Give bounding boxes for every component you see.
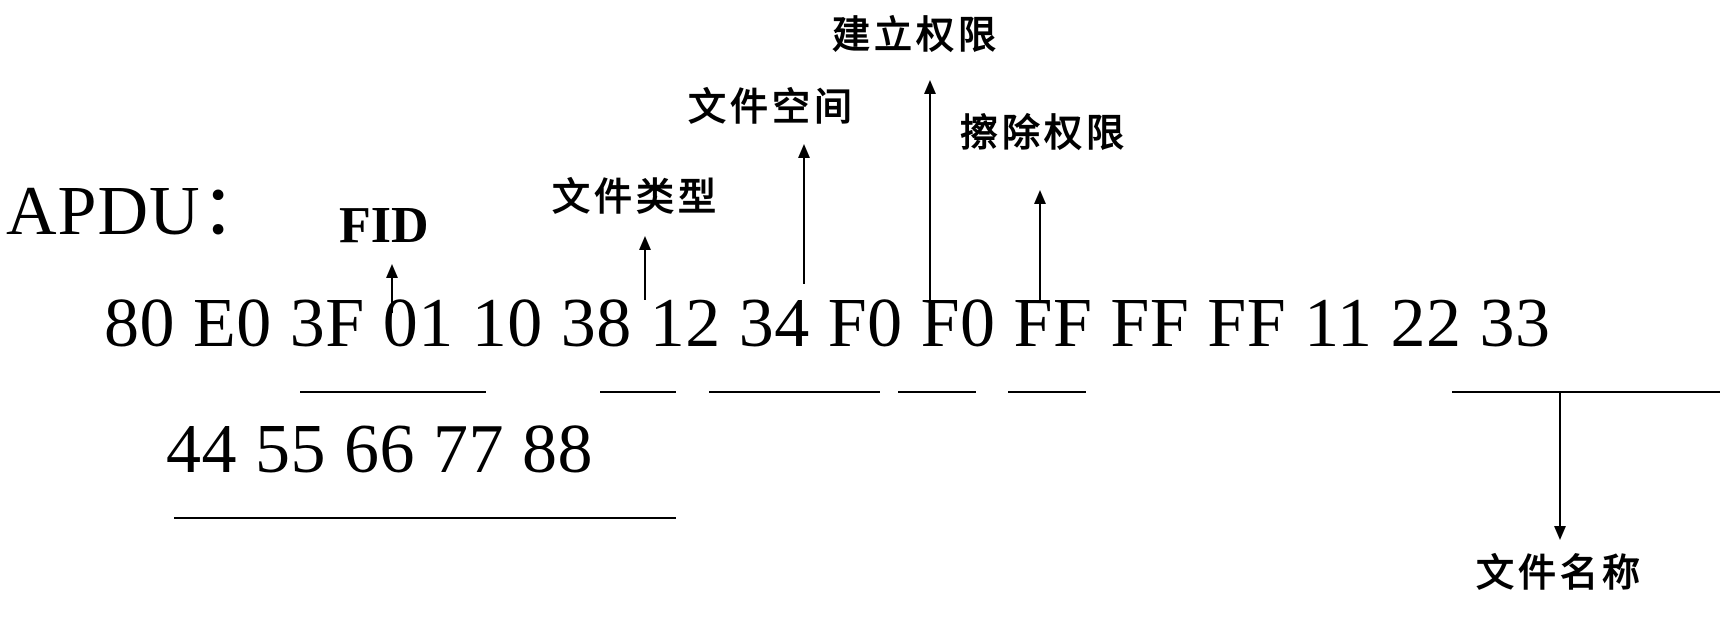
label-fid: FID [339,197,429,254]
arrowhead-file-type [639,236,651,250]
label-file-space: 文件空间 [688,84,857,129]
arrowhead-create-permission [924,80,936,94]
label-erase-permission: 擦除权限 [960,110,1129,155]
apdu-bytes-line-1: 80 E0 3F 01 10 38 12 34 F0 F0 FF FF FF 1… [104,285,1551,362]
label-create-permission: 建立权限 [832,12,1001,57]
apdu-bytes-line-2: 44 55 66 77 88 [166,411,593,488]
label-file-name: 文件名称 [1476,550,1645,595]
arrowhead-fid [386,264,398,278]
arrowhead-erase-permission [1034,190,1046,204]
apdu-title: APDU： [6,173,272,250]
arrowhead-file-space [798,144,810,158]
label-file-type: 文件类型 [552,174,721,219]
arrowhead-file-name [1554,526,1566,540]
